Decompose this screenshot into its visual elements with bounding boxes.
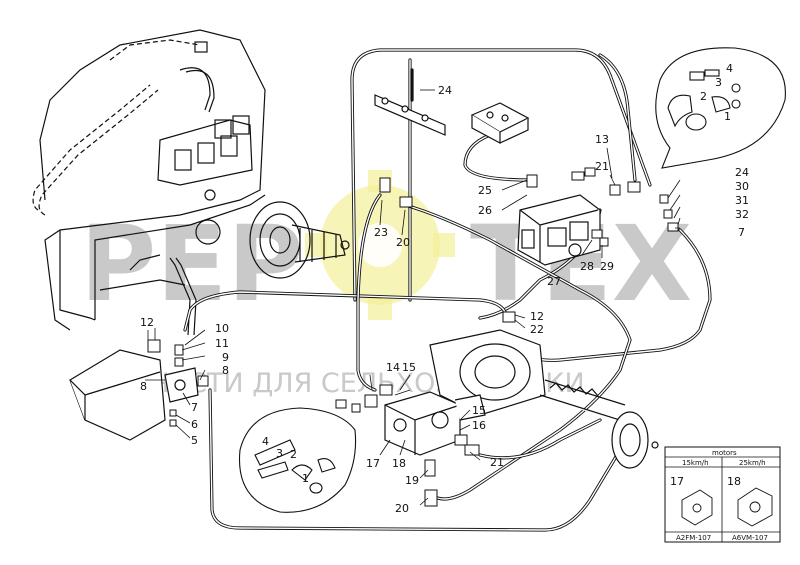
- hydraulic-hoses: [183, 48, 712, 532]
- motors-table-col-a-item: 17: [670, 475, 684, 488]
- callout-8-left: 8: [140, 380, 147, 393]
- pump-gearbox: [249, 201, 350, 279]
- callout-14: 14: [386, 361, 400, 374]
- callout-24-top: 24: [438, 84, 452, 97]
- callout-detail-bl-2: 2: [290, 448, 297, 461]
- callout-18: 18: [392, 457, 406, 470]
- callout-27: 27: [547, 275, 561, 288]
- callout-16: 16: [472, 419, 486, 432]
- callout-detail-bl-1: 1: [302, 472, 309, 485]
- callout-10: 10: [215, 322, 229, 335]
- fittings: [147, 167, 679, 507]
- callout-numbers: 24 13 21 24 30 31 32 7 25 26 23 20 28 29…: [140, 62, 749, 515]
- manifold-bar: [374, 94, 446, 136]
- callout-25: 25: [478, 184, 492, 197]
- callout-detail-bl-3: 3: [276, 447, 283, 460]
- callout-detail-tr-4: 4: [726, 62, 733, 75]
- callout-28: 28: [580, 260, 594, 273]
- callout-11: 11: [215, 337, 229, 350]
- motors-table-col-b-code: A6VM-107: [732, 534, 768, 542]
- motors-table: motors 15km/h 25km/h 17 18 A2FM-107 A6VM…: [664, 446, 781, 543]
- callout-22: 22: [530, 323, 544, 336]
- callout-21-top: 21: [595, 160, 609, 173]
- callout-15-lower: 15: [472, 404, 486, 417]
- callout-detail-tr-2: 2: [700, 90, 707, 103]
- callout-7-right: 7: [738, 226, 745, 239]
- callout-20-bottom: 20: [395, 502, 409, 515]
- callout-6: 6: [191, 418, 198, 431]
- callout-9: 9: [222, 351, 229, 364]
- motor-a6vm-icon: [737, 487, 773, 527]
- engine-frame: [32, 29, 266, 336]
- callout-15-upper: 15: [402, 361, 416, 374]
- drive-axle: [429, 329, 659, 469]
- left-valve-bracket: [69, 349, 199, 441]
- callout-24-right: 24: [735, 166, 749, 179]
- valve-block: [517, 194, 601, 266]
- callout-21-bottom: 21: [490, 456, 504, 469]
- callout-detail-bl-4: 4: [262, 435, 269, 448]
- motors-table-col-a-header: 15km/h: [682, 459, 709, 467]
- callout-8-right: 8: [222, 364, 229, 377]
- detail-bubble-top-right: [655, 47, 786, 169]
- motor-a2fm-icon: [681, 489, 713, 526]
- valve-manifold-small: [470, 102, 530, 145]
- callout-12-right: 12: [530, 310, 544, 323]
- callout-30: 30: [735, 180, 749, 193]
- detail-bubble-bottom-left: [238, 407, 357, 513]
- callout-20-mid: 20: [396, 236, 410, 249]
- callout-detail-tr-1: 1: [724, 110, 731, 123]
- callout-19: 19: [405, 474, 419, 487]
- callout-12-left: 12: [140, 316, 154, 329]
- callout-31: 31: [735, 194, 749, 207]
- callout-26: 26: [478, 204, 492, 217]
- leader-lines: [145, 89, 681, 506]
- motors-table-title: motors: [712, 449, 737, 457]
- callout-17: 17: [366, 457, 380, 470]
- callout-23: 23: [374, 226, 388, 239]
- motors-table-col-b-header: 25km/h: [739, 459, 766, 467]
- callout-detail-tr-3: 3: [715, 76, 722, 89]
- callout-13: 13: [595, 133, 609, 146]
- hydraulic-motor: [384, 391, 486, 456]
- callout-29: 29: [600, 260, 614, 273]
- motors-table-col-a-code: A2FM-107: [676, 534, 711, 542]
- motors-table-col-b-item: 18: [727, 475, 741, 488]
- callout-7-left: 7: [191, 401, 198, 414]
- callout-32: 32: [735, 208, 749, 221]
- callout-5: 5: [191, 434, 198, 447]
